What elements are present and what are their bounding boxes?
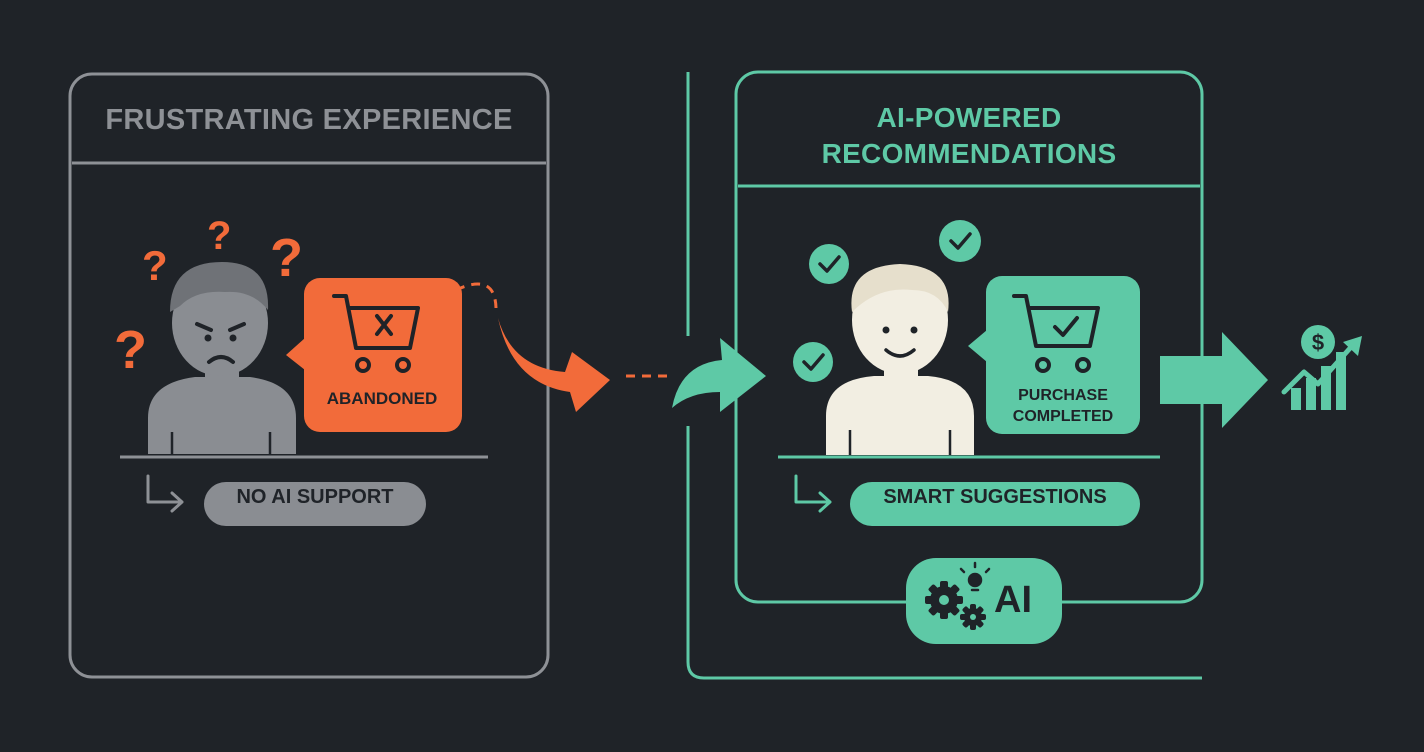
question-mark-icon: ? ? ? ? <box>114 214 303 380</box>
result-arrow-icon <box>1160 332 1268 428</box>
dollar-growth-chart-icon: $ <box>1281 325 1362 410</box>
smart-suggestions-label: SMART SUGGESTIONS <box>883 486 1107 508</box>
purchase-completed-badge <box>968 276 1140 434</box>
check-circle-icon <box>793 220 981 382</box>
lightbulb-icon <box>959 561 991 592</box>
no-ai-support-label: NO AI SUPPORT <box>236 486 394 508</box>
purchase-completed-label: PURCHASE COMPLETED <box>988 385 1138 427</box>
cart-check-icon <box>1012 294 1100 373</box>
green-curved-arrow-icon <box>672 338 766 412</box>
svg-text:?: ? <box>142 242 168 289</box>
right-panel-title: AI-POWERED RECOMMENDATIONS <box>736 100 1202 172</box>
svg-text:?: ? <box>114 320 147 380</box>
right-panel-title-line2: RECOMMENDATIONS <box>821 138 1117 169</box>
gears-icon <box>925 581 986 630</box>
ai-engine-badge <box>906 558 1062 644</box>
ai-badge-label: AI <box>994 579 1032 621</box>
smart-suggestions-pill <box>850 482 1140 526</box>
happy-user-avatar <box>826 264 974 455</box>
purchase-completed-line2: COMPLETED <box>1012 408 1114 425</box>
right-panel <box>686 70 1204 680</box>
left-return-arrow-icon <box>146 474 184 513</box>
flow-connector <box>455 282 766 412</box>
cart-x-icon <box>332 294 420 373</box>
right-return-arrow-icon <box>794 474 832 513</box>
left-panel: ? ? ? ? <box>68 72 550 679</box>
left-panel-title: FRUSTRATING EXPERIENCE <box>105 104 513 136</box>
abandoned-cart-badge <box>286 278 462 432</box>
no-ai-support-pill <box>204 482 426 526</box>
purchase-completed-line1: PURCHASE <box>1018 387 1108 404</box>
svg-text:$: $ <box>1312 330 1324 355</box>
svg-text:?: ? <box>270 228 303 288</box>
svg-text:?: ? <box>207 214 231 258</box>
right-panel-title-line1: AI-POWERED <box>876 102 1062 133</box>
abandoned-label: ABANDONED <box>326 389 438 408</box>
orange-curved-arrow-icon <box>498 318 610 412</box>
frustrated-user-avatar <box>148 262 296 454</box>
right-outer-bracket <box>686 426 1202 680</box>
